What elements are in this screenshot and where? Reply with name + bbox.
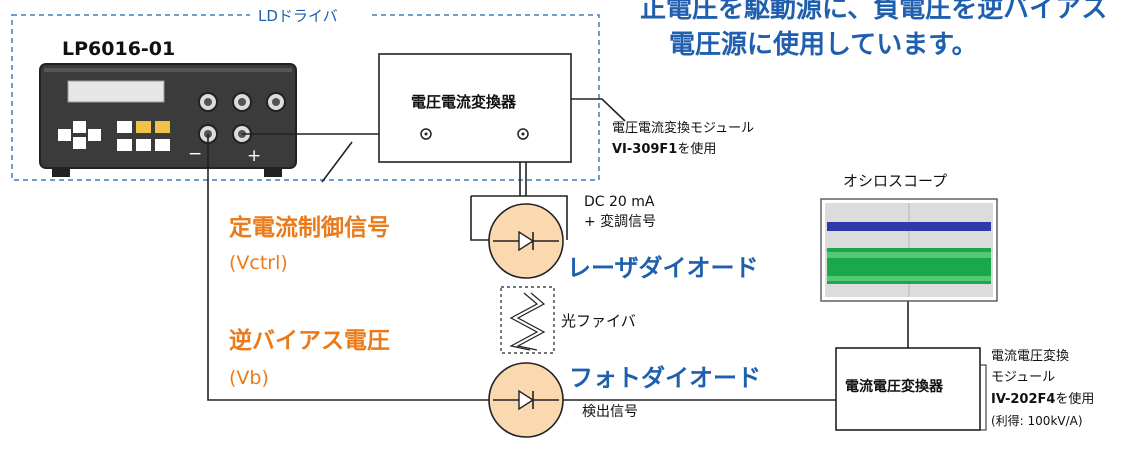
ld-driver-group-outline bbox=[11, 14, 600, 181]
ld-driver-model: LP6016-01 bbox=[62, 38, 176, 60]
bias-voltage-label: 逆バイアス電圧 bbox=[229, 328, 390, 354]
fiber-path bbox=[509, 292, 539, 351]
vi-note-line1: 電圧電流変換モジュール bbox=[612, 121, 755, 136]
minus-label: − bbox=[188, 144, 203, 164]
caption-line-2: 電圧源に使用しています。 bbox=[669, 30, 978, 58]
vi-note-line2: VI-309F1を使用 bbox=[612, 143, 716, 156]
vi-converter-box bbox=[378, 53, 572, 163]
vi-note-suffix: を使用 bbox=[677, 142, 717, 157]
plus-label: + bbox=[247, 146, 262, 166]
oscilloscope-title: オシロスコープ bbox=[843, 172, 948, 190]
bias-voltage-sub: (Vb) bbox=[229, 367, 269, 389]
iv-note-line2: モジュール bbox=[991, 370, 1056, 385]
ld-driver-group-label: LDドライバ bbox=[258, 7, 338, 25]
iv-note-line1: 電流電圧変換 bbox=[991, 349, 1070, 364]
laser-diode-symbol bbox=[488, 203, 564, 279]
scope-trace-blue bbox=[827, 222, 991, 231]
laser-current-line2: + 変調信号 bbox=[584, 214, 657, 230]
display-window bbox=[67, 80, 165, 103]
detect-signal-label: 検出信号 bbox=[582, 404, 638, 420]
caption-line-1: 正電圧を駆動源に、負電圧を逆バイアス bbox=[640, 0, 1108, 24]
iv-note-model: IV-202F4 bbox=[991, 392, 1056, 407]
iv-converter-label: 電流電圧変換器 bbox=[845, 379, 943, 395]
laser-current-line1: DC 20 mA bbox=[584, 194, 655, 210]
control-signal-label: 定電流制御信号 bbox=[229, 215, 390, 241]
iv-converter-box bbox=[835, 347, 981, 431]
iv-gain: (利得: 100kV/A) bbox=[991, 414, 1083, 428]
laser-diode-label: レーザダイオード bbox=[567, 254, 759, 282]
control-signal-sub: (Vctrl) bbox=[229, 252, 288, 274]
caption: 正電圧を駆動源に、負電圧を逆バイアス 電圧源に使用しています。 bbox=[640, 0, 1120, 58]
oscilloscope-screen bbox=[820, 198, 998, 302]
vi-note-model: VI-309F1 bbox=[612, 142, 678, 157]
fiber-label: 光ファイバ bbox=[561, 312, 636, 330]
ld-driver-instrument bbox=[39, 63, 297, 177]
iv-note-suffix: を使用 bbox=[1055, 392, 1095, 407]
fiber-box bbox=[500, 286, 555, 354]
vi-converter-label: 電圧電流変換器 bbox=[411, 93, 517, 111]
photodiode-symbol bbox=[488, 362, 564, 438]
photodiode-label: フォトダイオード bbox=[569, 364, 761, 392]
group-label-bg bbox=[250, 6, 368, 26]
iv-note-line3: IV-202F4を使用 bbox=[991, 393, 1094, 406]
